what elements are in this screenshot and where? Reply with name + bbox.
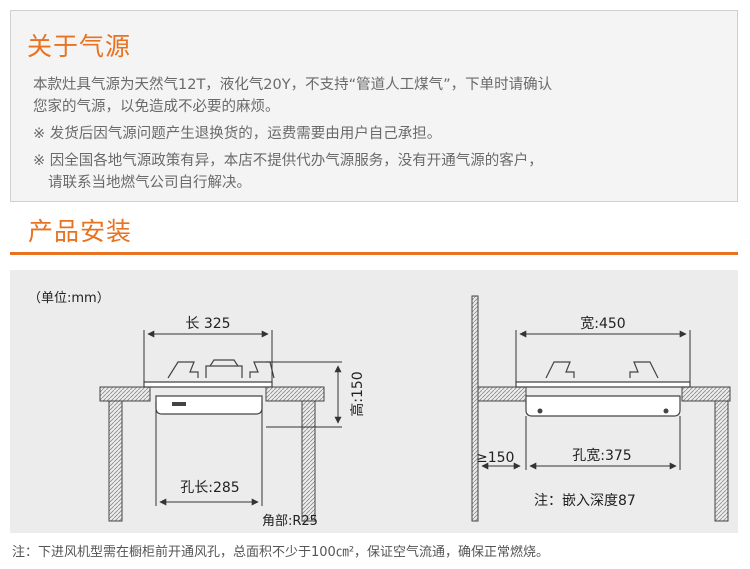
- gas-source-line-3: ※ 发货后因气源问题产生退换货的，运费需要由用户自己承担。: [33, 126, 442, 142]
- vent-footnote: 注：下进风机型需在橱柜前开通风孔，总面积不少于100㎝²，保证空气流通，确保正常…: [12, 545, 550, 560]
- gas-source-line-5: 请联系当地燃气公司自行解决。: [48, 175, 251, 191]
- depth-note: 注：嵌入深度87: [534, 493, 636, 509]
- install-title-underline: [10, 252, 738, 255]
- right-countertop-left: [477, 386, 527, 402]
- left-cabinet-wall-right: [301, 400, 316, 522]
- right-view: 宽:450 ≥150 孔宽:375 注：嵌入深度87: [471, 295, 731, 522]
- gas-source-line-1: 本款灶具气源为天然气12T，液化气20Y，不支持“管道人工煤气”，下单时请确认: [33, 77, 553, 93]
- left-cabinet-wall-left: [108, 400, 123, 522]
- hole-length-label: 孔长:285: [180, 480, 239, 496]
- right-countertop-right: [681, 386, 731, 402]
- right-wall: [471, 295, 479, 522]
- hole-width-label: 孔宽:375: [572, 447, 631, 464]
- length-label: 长 325: [185, 316, 230, 332]
- right-cooktop: [515, 361, 691, 417]
- install-diagram: （单位:mm） 长 325 高:150: [10, 270, 738, 533]
- install-title: 产品安装: [28, 217, 133, 246]
- left-countertop-right: [265, 386, 325, 402]
- install-diagram-svg: （单位:mm） 长 325 高:150: [28, 291, 731, 529]
- gas-source-line-4: ※ 因全国各地气源政策有异，本店不提供代办气源服务，没有开通气源的客户，: [33, 153, 543, 169]
- unit-label: （单位:mm）: [28, 291, 110, 306]
- clearance-label: ≥150: [476, 450, 514, 466]
- height-label: 高:150: [349, 371, 366, 416]
- width-label: 宽:450: [580, 315, 625, 332]
- left-view: 长 325 高:150 孔长:285 角部:R25: [99, 316, 366, 529]
- gas-source-line-2: 您家的气源，以免造成不必要的麻烦。: [33, 99, 280, 115]
- corner-label: 角部:R25: [262, 514, 318, 529]
- right-cabinet-wall: [714, 400, 729, 522]
- gas-source-title: 关于气源: [27, 32, 132, 61]
- left-cooktop: [143, 359, 275, 415]
- left-countertop-left: [99, 386, 151, 402]
- gas-source-notice-box: 关于气源 本款灶具气源为天然气12T，液化气20Y，不支持“管道人工煤气”，下单…: [10, 10, 738, 202]
